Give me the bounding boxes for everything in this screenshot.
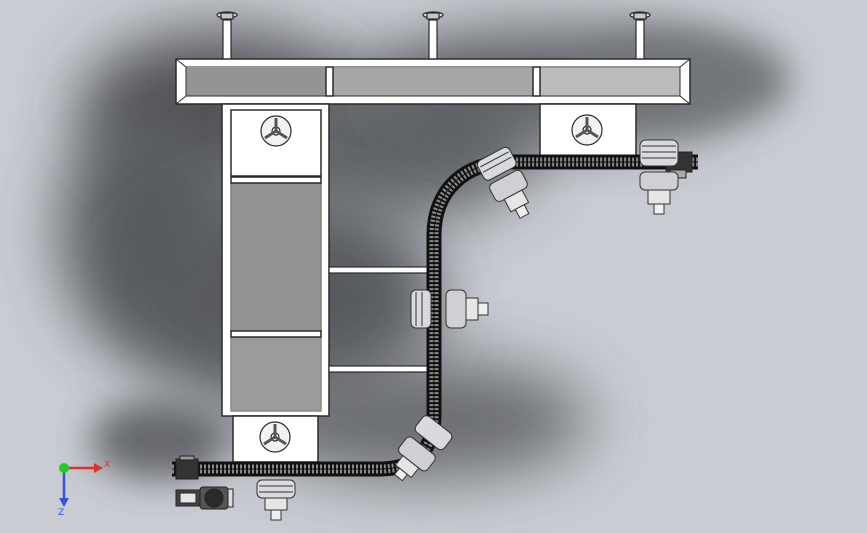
bottle-curve-upper[interactable]	[476, 146, 541, 225]
bottle-top-right[interactable]	[639, 139, 679, 215]
y-axis-dot	[59, 463, 69, 473]
tri-knob-icon[interactable]	[259, 421, 291, 453]
top-beam[interactable]	[175, 58, 691, 105]
coordinate-triad: X Z	[58, 460, 110, 518]
sprocket-left[interactable]	[175, 455, 199, 480]
bottle-middle[interactable]	[410, 289, 489, 329]
left-column-frame[interactable]	[221, 103, 330, 417]
z-axis-label: Z	[58, 508, 64, 518]
x-axis-label: X	[104, 460, 110, 470]
tri-knob-icon[interactable]	[260, 115, 292, 147]
bottle-bottom[interactable]	[256, 479, 296, 521]
tri-knob-icon[interactable]	[571, 114, 603, 146]
bottle-curve-lower[interactable]	[384, 414, 454, 489]
drive-motor[interactable]	[175, 486, 234, 510]
